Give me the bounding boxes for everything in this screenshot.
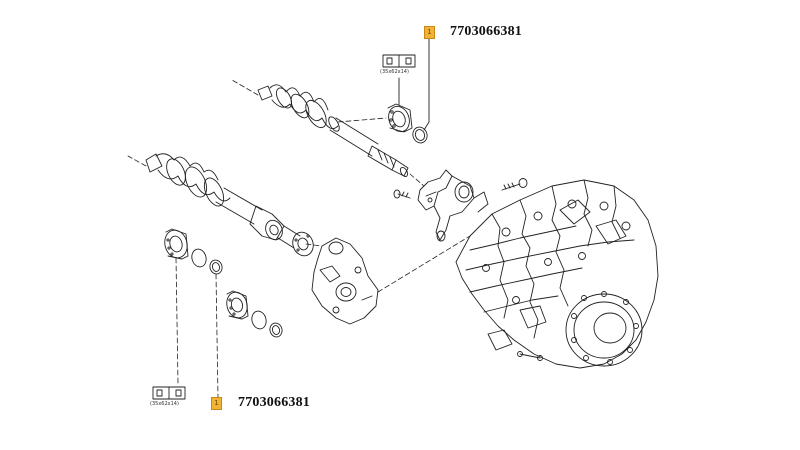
bearing-bracket xyxy=(417,169,489,242)
upper-bearing xyxy=(387,103,413,133)
gearbox-cover xyxy=(565,291,643,367)
bearing-dimension-label: (35x62x14) xyxy=(380,69,409,75)
bolt-left xyxy=(393,189,411,199)
bearing-dimension-label: (35x62x14) xyxy=(150,401,179,407)
hub-knuckle xyxy=(311,237,379,325)
bolt-right xyxy=(501,178,528,191)
bearing-dimension-icon-bottom xyxy=(152,386,186,400)
lower-shaft-bearing xyxy=(292,231,314,257)
upper-circlip xyxy=(412,126,428,144)
lower-bearing xyxy=(226,290,249,320)
upper-drive-shaft xyxy=(257,84,409,178)
bearing-dimension-icon-top xyxy=(382,54,416,68)
left-oring xyxy=(191,248,207,268)
lower-circlip xyxy=(269,322,283,338)
lower-oring xyxy=(251,310,267,330)
lower-drive-shaft xyxy=(145,153,301,249)
assembly-guide-lines xyxy=(127,79,471,399)
callout-leaders xyxy=(398,36,430,131)
left-bearing xyxy=(164,228,189,260)
part-number-label: 7703066381 xyxy=(450,24,522,39)
gearbox-housing xyxy=(455,179,659,369)
callout-badge: 1 xyxy=(211,397,222,410)
callout-badge: 1 xyxy=(424,26,435,39)
left-circlip xyxy=(209,259,223,275)
part-number-label: 7703066381 xyxy=(238,395,310,410)
